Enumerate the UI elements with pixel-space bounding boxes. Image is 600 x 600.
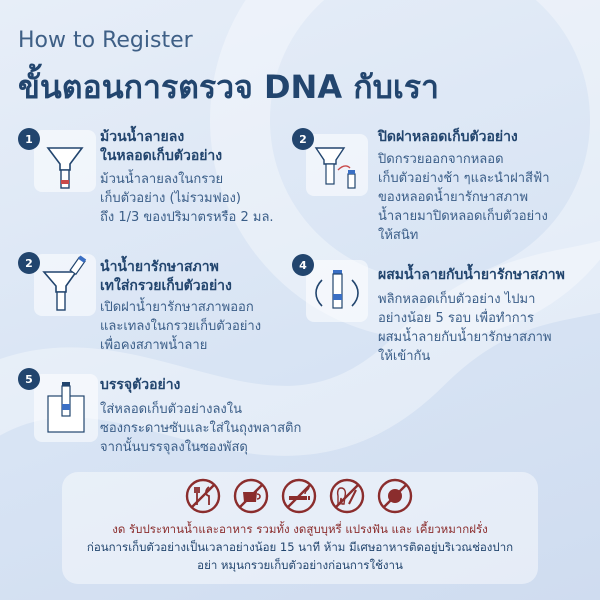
no-food-icon xyxy=(185,478,221,514)
no-smoking-icon xyxy=(281,478,317,514)
step-5-image xyxy=(34,374,98,442)
step-1-image xyxy=(34,130,96,192)
subtitle: How to Register xyxy=(18,28,193,53)
funnel-tube-icon xyxy=(46,147,84,189)
step-5-description: ใส่หลอดเก็บตัวอย่างลงใน ซองกระดาษซับและใ… xyxy=(100,402,302,455)
step-3-image xyxy=(34,254,96,316)
step-2-description: ปิดกรวยออกจากหลอด เก็บตัวอย่างช้า ๆและนำ… xyxy=(378,152,550,243)
step-4-title: ผสมน้ำลายกับน้ำยารักษาสภาพ xyxy=(378,267,565,283)
step-4-description: พลิกหลอดเก็บตัวอย่าง ไปมา อย่างน้อย 5 รอ… xyxy=(378,292,552,364)
step-2-image xyxy=(306,134,368,196)
no-toothbrush-icon xyxy=(329,478,365,514)
warning-box xyxy=(62,472,538,584)
prohibition-icons xyxy=(185,478,413,514)
no-gum-icon xyxy=(377,478,413,514)
step-1-title: ม้วนน้ำลายลง ในหลอดเก็บตัวอย่าง xyxy=(100,129,223,164)
step-4-image xyxy=(306,260,368,322)
cap-tube-icon xyxy=(314,147,356,189)
page-title: ขั้นตอนการตรวจ DNA กับเรา xyxy=(18,68,440,106)
step-5-title: บรรจุตัวอย่าง xyxy=(100,377,181,393)
step-3-number: 2 xyxy=(18,252,40,274)
step-2-title: ปิดฝาหลอดเก็บตัวอย่าง xyxy=(378,129,518,145)
step-5-number: 5 xyxy=(18,368,40,390)
step-2-number: 2 xyxy=(292,128,314,150)
no-drink-icon xyxy=(233,478,269,514)
warning-line-1: งด รับประทานน้ำและอาหาร รวมทั้ง งดสูบบุห… xyxy=(112,522,488,536)
shake-tube-icon xyxy=(315,270,359,309)
step-1-number: 1 xyxy=(18,128,40,150)
pour-solution-icon xyxy=(42,255,87,311)
step-4-number: 4 xyxy=(292,254,314,276)
step-3-description: เปิดฝาน้ำยารักษาสภาพออก และเทลงในกรวยเก็… xyxy=(100,300,262,353)
warning-line-2: ก่อนการเก็บตัวอย่างเป็นเวลาอย่างน้อย 15 … xyxy=(86,540,514,554)
step-3-title: นำน้ำยารักษาสภาพ เทใส่กรวยเก็บตัวอย่าง xyxy=(100,259,232,294)
step-1-description: ม้วนน้ำลายลงในกรวย เก็บตัวอย่าง (ไม่รวมฟ… xyxy=(100,172,274,225)
package-icon xyxy=(47,382,85,433)
warning-line-3: อย่า หมุนกรวยเก็บตัวอย่างก่อนการใช้งาน xyxy=(197,558,403,572)
warning-text: งด รับประทานน้ำและอาหาร รวมทั้ง งดสูบบุห… xyxy=(62,520,538,574)
